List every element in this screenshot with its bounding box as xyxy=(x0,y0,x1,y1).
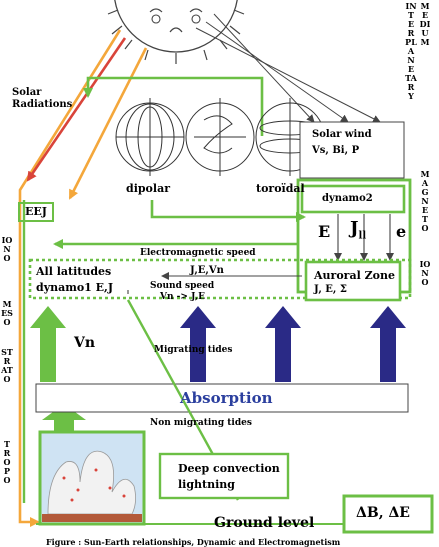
j-parallel-label: Jll xyxy=(350,220,366,242)
delta-label: ΔB, ΔE xyxy=(356,506,410,520)
dynamo1-label: dynamo1 E,J xyxy=(36,282,113,293)
lightning-label: lightning xyxy=(178,479,235,490)
solar-radiations-label-2: Radiations xyxy=(12,100,72,110)
tropo-label: TROPO xyxy=(1,440,13,485)
em-speed-label: Electromagnetic speed xyxy=(140,249,256,258)
e-field-label: E xyxy=(318,224,330,240)
sound-speed-label: Sound speed xyxy=(150,282,214,291)
auroral-vars-label: J, E, Σ xyxy=(314,285,347,295)
strato-label: STRATO xyxy=(1,348,13,384)
convection-clouds-icon xyxy=(40,432,144,524)
absorption-label: Absorption xyxy=(180,391,273,406)
solar-wind-label: Solar wind xyxy=(312,130,372,140)
dynamo2-label: dynamo2 xyxy=(322,194,373,204)
vn-label: Vn xyxy=(74,336,95,350)
sun-icon xyxy=(108,0,244,64)
non-migrating-tides-label: Non migrating tides xyxy=(150,419,252,428)
top-feedback-loop xyxy=(55,78,304,244)
auroral-zone-label: Auroral Zone xyxy=(314,270,395,281)
j-parallel-symbol: J xyxy=(350,218,359,239)
ground-level-label: Ground level xyxy=(214,516,314,530)
vn-je-label: Vn -> J,E xyxy=(160,293,205,302)
solar-wind-params: Vs, Bi, P xyxy=(312,146,359,156)
deep-convection-label: Deep convection xyxy=(178,463,280,474)
deep-convection-box xyxy=(160,454,288,498)
jevn-label: J,E,Vn xyxy=(190,266,224,276)
dipolar-field-icon xyxy=(116,98,184,176)
magneto-label: MAGNETO xyxy=(419,170,431,233)
j-parallel-subscript: ll xyxy=(359,231,367,242)
solar-radiations-label: Solar xyxy=(12,88,41,98)
big-vertical-arrows xyxy=(30,306,406,432)
iono-left-label: IONO xyxy=(1,236,13,263)
all-latitudes-label: All latitudes xyxy=(36,266,111,277)
iono-right-label: IONO xyxy=(419,260,431,287)
e-charge-label: e xyxy=(396,224,406,240)
spiral-field-icon xyxy=(186,98,254,176)
interplanetary-label: INTERPLANETARY xyxy=(405,2,417,101)
meso-label: MESO xyxy=(1,300,13,327)
toroidal-label: toroïdal xyxy=(256,183,305,194)
dipolar-label: dipolar xyxy=(126,183,170,194)
medium-label: MEDIUM xyxy=(419,2,431,47)
eej-label: EEJ xyxy=(25,206,47,217)
figure-caption: Figure : Sun-Earth relationships, Dynami… xyxy=(46,538,340,546)
migrating-tides-label: Migrating tides xyxy=(154,346,232,355)
